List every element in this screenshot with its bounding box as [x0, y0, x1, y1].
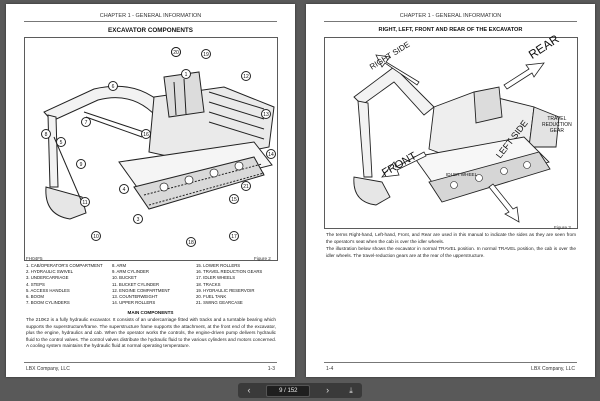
callout-13: 13 — [261, 109, 271, 119]
section-title: RIGHT, LEFT, FRONT AND REAR OF THE EXCAV… — [378, 27, 523, 33]
footer-company: LBX Company, LLC — [26, 366, 70, 372]
page-number: 1-4 — [326, 366, 334, 372]
footer-rule — [24, 362, 277, 363]
legend-item: 19. HYDRAULIC RESERVOIR — [196, 287, 255, 293]
callout-11: 11 — [80, 197, 90, 207]
excavator-components-figure — [24, 37, 278, 261]
legend-item: 9. ARM CYLINDER — [112, 269, 150, 275]
chevron-left-icon[interactable]: ‹ — [247, 385, 251, 395]
legend-item: 10. BUCKET — [112, 275, 137, 281]
legend-item: 7. BOOM CYLINDERS — [26, 300, 70, 306]
legend-item: 12. ENGINE COMPARTMENT — [112, 287, 171, 293]
right-page: CHAPTER 1 - GENERAL INFORMATION RIGHT, L… — [306, 4, 595, 377]
left-page: CHAPTER 1 - GENERAL INFORMATION EXCAVATO… — [6, 4, 295, 377]
chevron-right-icon[interactable]: › — [326, 385, 330, 395]
page-number: 1-3 — [267, 366, 275, 372]
callout-16: 16 — [141, 129, 151, 139]
legend-item: 21. SWING GEARCASE — [196, 300, 243, 306]
callout-19: 19 — [201, 49, 211, 59]
travel-gear-line: GEAR — [549, 128, 564, 134]
travel-position-paragraph: The illustration below shows the excavat… — [326, 246, 576, 258]
travel-gear-line: REDUCTION — [542, 122, 572, 128]
section-title: EXCAVATOR COMPONENTS — [108, 27, 193, 34]
header-rule — [324, 21, 577, 22]
figure-label: Figure 2 — [254, 256, 271, 261]
main-components-paragraph: The 210K2 is a fully hydraulic excavator… — [26, 317, 276, 349]
legend-item: 2. HYDRAULIC SWIVEL — [26, 269, 74, 275]
legend-column: 1. CAB/OPERATOR'S COMPARTMENT 2. HYDRAUL… — [26, 263, 110, 306]
legend-item: 6. BOOM — [26, 294, 44, 300]
callout-1: 1 — [181, 69, 191, 79]
legend-item: 17. IDLER WHEELS — [196, 275, 236, 281]
legend-item: 5. ACCESS HANDLES — [26, 287, 70, 293]
sub-heading: MAIN COMPONENTS — [127, 310, 174, 315]
page-number-input[interactable]: 9 / 152 — [266, 384, 311, 397]
figure-label: Figure 3 — [554, 225, 571, 230]
legend-item: 13. COUNTERWEIGHT — [112, 294, 158, 300]
callout-20: 20 — [171, 47, 181, 57]
legend-item: 15. LOWER ROLLERS — [196, 263, 241, 268]
callout-10: 10 — [91, 231, 101, 241]
legend-item: 3. UNDERCARRIAGE — [26, 275, 69, 281]
footer-company: LBX Company, LLC — [531, 366, 575, 372]
viewer-toolbar: ‹ 9 / 152 › ⤓ — [238, 383, 362, 398]
figure-code: FH04F5 — [26, 256, 43, 261]
travel-gear-label: TRAVEL REDUCTION GEAR — [542, 116, 572, 134]
callout-15: 15 — [229, 194, 239, 204]
orientation-figure — [324, 37, 578, 229]
current-page: 9 — [279, 387, 283, 394]
legend-item: 14. UPPER ROLLERS — [112, 300, 156, 306]
callout-14: 14 — [266, 149, 276, 159]
page-header: CHAPTER 1 - GENERAL INFORMATION — [99, 13, 202, 19]
legend-item: 11. BUCKET CYLINDER — [112, 281, 160, 287]
orientation-paragraph: The terms Right-hand, Left-hand, Front, … — [326, 232, 576, 244]
footer-rule — [324, 362, 577, 363]
callout-17: 17 — [229, 231, 239, 241]
callout-9: 9 — [76, 159, 86, 169]
legend-item: 4. STEPS — [26, 281, 45, 287]
callout-4: 4 — [119, 184, 129, 194]
legend-item: 16. TRAVEL REDUCTION GEARS — [196, 269, 263, 275]
callout-3: 3 — [133, 214, 143, 224]
legend-item: 8. ARM — [112, 263, 127, 268]
legend-item: 1. CAB/OPERATOR'S COMPARTMENT — [26, 263, 103, 268]
callout-5: 5 — [56, 137, 66, 147]
callout-6: 6 — [108, 81, 118, 91]
header-rule — [24, 21, 277, 22]
idler-wheel-label: IDLER WHEEL — [446, 172, 478, 177]
total-pages: / 152 — [284, 387, 298, 394]
download-icon[interactable]: ⤓ — [349, 386, 353, 395]
page-header: CHAPTER 1 - GENERAL INFORMATION — [399, 13, 502, 19]
travel-gear-line: TRAVEL — [547, 116, 567, 122]
callout-12: 12 — [241, 71, 251, 81]
callout-8: 8 — [41, 129, 51, 139]
callout-7: 7 — [81, 117, 91, 127]
callout-21: 21 — [241, 181, 251, 191]
legend-column: 8. ARM 9. ARM CYLINDER 10. BUCKET 11. BU… — [112, 263, 196, 306]
callout-18: 18 — [186, 237, 196, 247]
legend-item: 20. FUEL TANK — [196, 294, 227, 300]
legend-item: 18. TRACKS — [196, 281, 221, 287]
legend-column: 15. LOWER ROLLERS 16. TRAVEL REDUCTION G… — [196, 263, 280, 306]
